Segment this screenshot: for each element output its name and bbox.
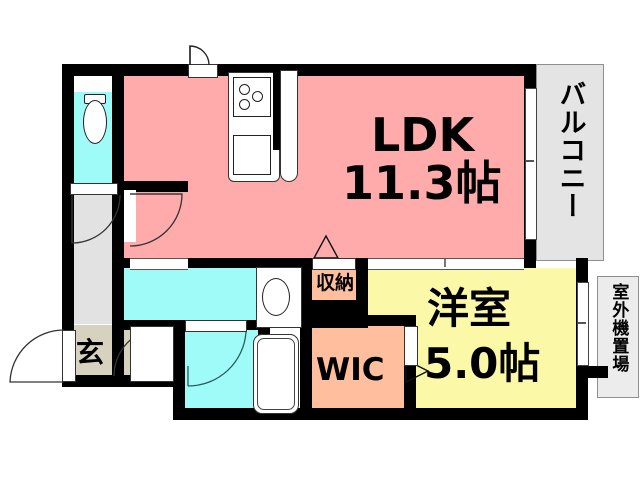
ldk-hall-door-opening[interactable] xyxy=(124,190,136,242)
ldk-bedroom-slider[interactable] xyxy=(368,258,524,270)
kitchen-back-door-swing-icon xyxy=(189,45,210,66)
stove-burner-3-icon xyxy=(239,99,250,110)
room-ldk-fill xyxy=(124,70,529,262)
entrance-door-swing-icon xyxy=(9,329,65,383)
wall-toilet-right xyxy=(112,64,124,192)
ldk-area-label: 11.3帖 xyxy=(342,156,502,210)
room-washroom-fill xyxy=(124,267,260,328)
wall-left-upper xyxy=(62,64,74,192)
ac-pad-label: 室外機置場 xyxy=(608,283,629,373)
toilet-bowl xyxy=(83,100,107,144)
wall-wic-left xyxy=(300,320,312,420)
wall-storage-right xyxy=(356,258,368,308)
shoe-cabinet xyxy=(130,326,174,382)
storage-door-fold-icon[interactable] xyxy=(312,234,340,260)
wic-label: WIC xyxy=(316,352,385,388)
bedroom-area-label: 5.0帖 xyxy=(424,339,541,388)
wall-ldk-stub xyxy=(124,181,188,192)
storage-label: 収納 xyxy=(316,272,355,294)
washbasin-bowl xyxy=(262,278,290,316)
room-hallway-fill xyxy=(68,190,120,324)
toilet-door-opening[interactable] xyxy=(70,183,118,195)
stove-burner-1-icon xyxy=(239,84,250,95)
wall-bedroom-notch xyxy=(576,366,608,378)
kitchen-back-door-opening[interactable] xyxy=(188,64,218,78)
entrance-door-opening[interactable] xyxy=(62,330,76,382)
ldk-hall-door-swing-icon xyxy=(129,193,183,247)
balcony-slider-mullion xyxy=(526,160,534,162)
wall-top xyxy=(62,64,536,76)
wall-hall-right xyxy=(112,192,124,387)
washroom-entry-opening[interactable] xyxy=(130,258,188,270)
kitchen-side-counter xyxy=(280,70,298,182)
genkan-label: 玄 xyxy=(76,336,105,369)
toilet-door-swing-icon xyxy=(71,194,121,244)
bedroom-window-mullion xyxy=(578,322,586,324)
kitchen-partition xyxy=(273,72,282,150)
wall-bath-bottom xyxy=(173,408,273,420)
stove-burner-2-icon xyxy=(252,91,263,102)
room-balcony-fill xyxy=(536,64,604,261)
wic-door-opening[interactable] xyxy=(404,326,418,366)
kitchen-sink xyxy=(233,135,271,175)
bath-door-swing-icon xyxy=(187,331,247,387)
balcony-label: バルコニー xyxy=(554,80,586,220)
balcony-slider[interactable] xyxy=(525,88,537,240)
bedroom-window[interactable] xyxy=(577,282,589,366)
bathtub-inner xyxy=(257,338,295,410)
wall-bath-left xyxy=(173,320,185,420)
bath-door-opening[interactable] xyxy=(185,320,247,332)
bedroom-label: 洋室 xyxy=(427,284,512,333)
ldk-label: LDK xyxy=(371,108,475,162)
room-bath-fill xyxy=(183,330,258,416)
ldk-bedroom-slider-mullion xyxy=(444,259,446,267)
storage-door-opening[interactable] xyxy=(312,258,356,270)
wall-bedroom-left xyxy=(356,300,368,322)
room-wic-fill xyxy=(311,325,405,416)
